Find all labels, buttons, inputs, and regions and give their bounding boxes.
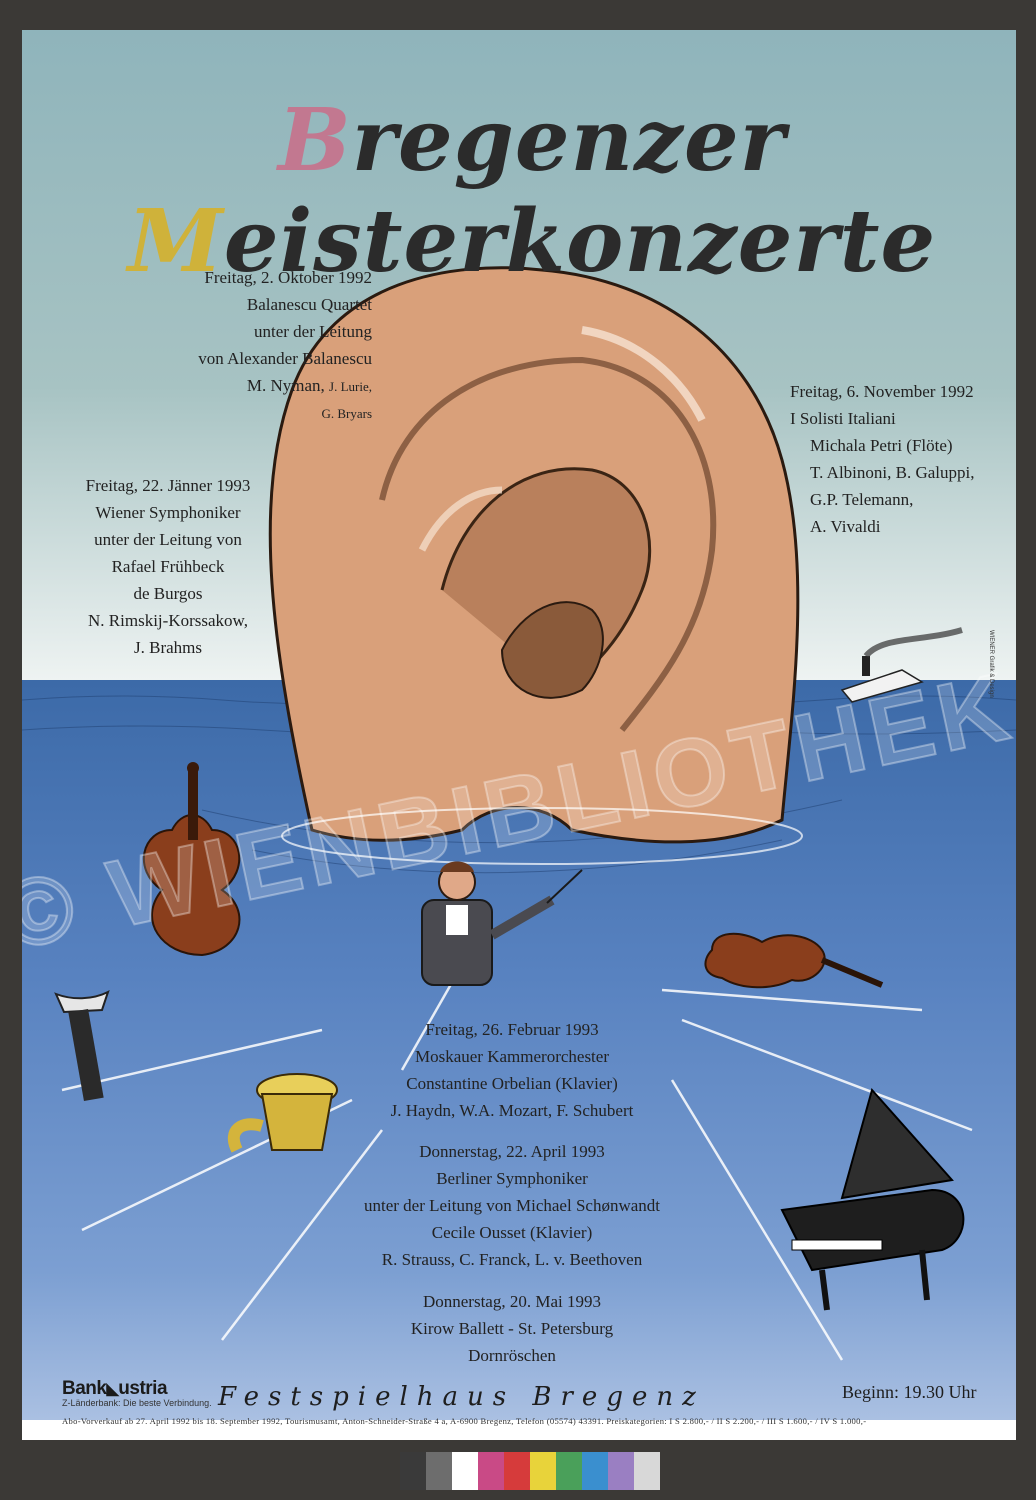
color-swatch-1 [426, 1452, 452, 1490]
concert-line: R. Strauss, C. Franck, L. v. Beethoven [381, 1250, 643, 1269]
color-calibration-bar [400, 1452, 660, 1490]
logo-tagline: Z-Länderbank: Die beste Verbindung. [62, 1398, 212, 1408]
venue-name: Festspielhaus Bregenz [218, 1382, 705, 1412]
logo-name-a: Bank [62, 1378, 107, 1399]
color-swatch-4 [504, 1452, 530, 1490]
color-swatch-0 [400, 1452, 426, 1490]
concert-line: Dornröschen [468, 1346, 556, 1365]
color-swatch-5 [530, 1452, 556, 1490]
bank-austria-logo: Bank◣ustria Z-Länderbank: Die beste Verb… [62, 1378, 212, 1408]
concert-line: T. Albinoni, B. Galuppi, [810, 463, 975, 482]
concert-date: Freitag, 26. Februar 1993 [425, 1020, 599, 1039]
concert-block-november: Freitag, 6. November 1992 I Solisti Ital… [790, 378, 1010, 540]
concert-line: J. Haydn, W.A. Mozart, F. Schubert [390, 1101, 634, 1120]
piano-illustration [780, 1087, 965, 1311]
concert-line: G. Bryars [321, 406, 372, 421]
concert-line: A. Vivaldi [810, 517, 881, 536]
violin-illustration [704, 932, 884, 989]
concert-line: Rafael Frühbeck [111, 557, 225, 576]
concert-line: Moskauer Kammerorchester [414, 1047, 609, 1066]
concert-line: N. Rimskij-Korssakow, [88, 611, 248, 630]
concert-line: de Burgos [133, 584, 203, 603]
wake-lines [61, 929, 973, 1361]
clarinet-illustration [54, 990, 110, 1102]
color-swatch-3 [478, 1452, 504, 1490]
designer-credit: WIENER Grafik & Design [988, 630, 994, 698]
title-part-1: regenzer [351, 90, 786, 191]
poster: © WIENBIBLIOTHEK VORARLBERG Bregenzer Me… [22, 30, 1016, 1440]
logo-swoosh-icon: ◣ [106, 1381, 119, 1398]
concert-block-jaenner: Freitag, 22. Jänner 1993 Wiener Symphoni… [62, 472, 274, 661]
title-capital-b: B [278, 90, 352, 191]
concert-date: Freitag, 22. Jänner 1993 [85, 476, 251, 495]
concert-date: Donnerstag, 20. Mai 1993 [422, 1292, 601, 1311]
concert-line: G.P. Telemann, [810, 490, 914, 509]
concert-line: Wiener Symphoniker [95, 503, 241, 522]
concert-date: Freitag, 2. Oktober 1992 [204, 268, 372, 287]
color-swatch-9 [634, 1452, 660, 1490]
concert-line: M. Nyman, J. Lurie, [152, 372, 372, 400]
concert-line: unter der Leitung [253, 322, 372, 341]
ship-illustration [840, 627, 963, 703]
composer: M. Nyman, [246, 376, 325, 395]
title-capital-m: M [127, 191, 224, 292]
concert-line: Constantine Orbelian (Klavier) [406, 1074, 618, 1093]
concert-block-april: Donnerstag, 22. April 1993 Berliner Symp… [342, 1138, 682, 1273]
concert-line: unter der Leitung von Michael Schønwandt [363, 1196, 660, 1215]
start-time: Beginn: 19.30 Uhr [842, 1382, 977, 1402]
composer: J. Lurie, [329, 379, 372, 394]
concert-line: Cecile Ousset (Klavier) [431, 1223, 593, 1242]
color-swatch-6 [556, 1452, 582, 1490]
concert-block-oktober: Freitag, 2. Oktober 1992 Balanescu Quart… [152, 264, 372, 427]
concert-date: Donnerstag, 22. April 1993 [419, 1142, 605, 1161]
concert-line: I Solisti Italiani [790, 409, 896, 428]
title-part-2: eisterkonzerte [223, 191, 937, 292]
concert-block-februar: Freitag, 26. Februar 1993 Moskauer Kamme… [362, 1016, 662, 1124]
concert-date: Freitag, 6. November 1992 [790, 382, 974, 401]
ticket-info: Abo-Vorverkauf ab 27. April 1992 bis 18.… [62, 1416, 867, 1426]
concert-line: Kirow Ballett - St. Petersburg [410, 1319, 614, 1338]
logo-name: Bank◣ustria [62, 1378, 212, 1400]
concert-line: von Alexander Balanescu [198, 349, 372, 368]
concert-line: unter der Leitung von [94, 530, 242, 549]
concert-line: Berliner Symphoniker [436, 1169, 588, 1188]
color-swatch-8 [608, 1452, 634, 1490]
poster-title: Bregenzer Meisterkonzerte [62, 90, 1002, 292]
logo-name-b: ustria [118, 1378, 168, 1399]
concert-line: Michala Petri (Flöte) [810, 436, 953, 455]
color-swatch-2 [452, 1452, 478, 1490]
ear-illustration [268, 266, 800, 844]
color-swatch-7 [582, 1452, 608, 1490]
conductor-illustration [421, 861, 583, 986]
concert-line: J. Brahms [134, 638, 202, 657]
tuba-illustration [227, 1073, 338, 1153]
concert-line: Balanescu Quartet [246, 295, 372, 314]
illustration [22, 266, 1016, 1361]
concert-block-mai: Donnerstag, 20. Mai 1993 Kirow Ballett -… [382, 1288, 642, 1369]
cello-illustration [143, 762, 241, 957]
